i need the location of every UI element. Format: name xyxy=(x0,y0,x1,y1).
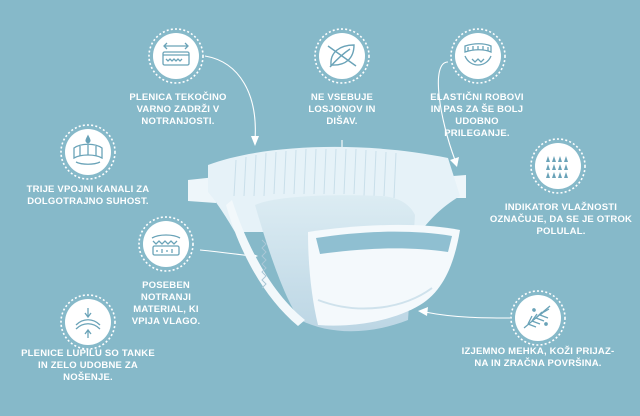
badge-material xyxy=(138,216,194,272)
feature-label-nolotion: NE VSEBUJE LOSJONOV IN DIŠAV. xyxy=(308,92,376,127)
diaper-waistband-pleats xyxy=(233,148,397,199)
arrow-elastic xyxy=(450,157,459,167)
badge-nolotion xyxy=(314,28,370,84)
feature-label-material: POSEBEN NOTRANJI MATERIAL, KI VPIJA VLAG… xyxy=(131,280,201,327)
arrow-leak xyxy=(251,136,259,146)
badge-channels xyxy=(60,124,116,180)
absorbent-channels-icon xyxy=(73,134,103,165)
soft-fibers-icon xyxy=(523,305,551,329)
absorbent-material-icon xyxy=(151,234,181,256)
absorbent-layer-icon xyxy=(162,42,190,66)
feature-label-channels: TRIJE VPOJNI KANALI ZA DOLGOTRAJNO SUHOS… xyxy=(26,184,150,207)
diaper-illustration xyxy=(188,146,466,332)
elastic-band-icon xyxy=(464,43,492,66)
connector-elastic xyxy=(437,61,456,161)
connector-leak xyxy=(204,55,256,141)
diaper-front-shadow xyxy=(317,287,433,310)
feature-label-wetness: INDIKATOR VLAŽNOSTI OZNAČUJE, DA SE JE O… xyxy=(489,202,633,237)
badge-soft xyxy=(510,290,566,346)
badge-elastic xyxy=(450,28,506,84)
diaper-leg-cuff-left xyxy=(226,200,305,326)
badge-thin xyxy=(60,294,116,350)
feature-label-thin: PLENICE LUPILU SO TANKE IN ZELO UDOBNE Z… xyxy=(21,348,155,383)
badge-leak xyxy=(148,28,204,84)
feature-label-leak: PLENICA TEKOČINO VARNO ZADRŽI V NOTRANJO… xyxy=(129,92,227,127)
connector-soft xyxy=(424,311,511,319)
diaper-front-waistband xyxy=(316,231,452,254)
leaf-icon xyxy=(327,44,357,68)
thin-layer-icon xyxy=(75,308,101,338)
badge-wetness xyxy=(530,138,586,194)
feature-label-soft: IZJEMNO MEHKA, KOŽI PRIJAZ- NA IN ZRAČNA… xyxy=(461,346,615,369)
feature-label-elastic: ELASTIČNI ROBOVI IN PAS ZA ŠE BOLJ UDOBN… xyxy=(430,92,524,139)
connector-lines xyxy=(199,55,511,319)
diaper-leg-cuff-ruffle xyxy=(261,239,267,289)
arrow-soft xyxy=(418,307,428,316)
